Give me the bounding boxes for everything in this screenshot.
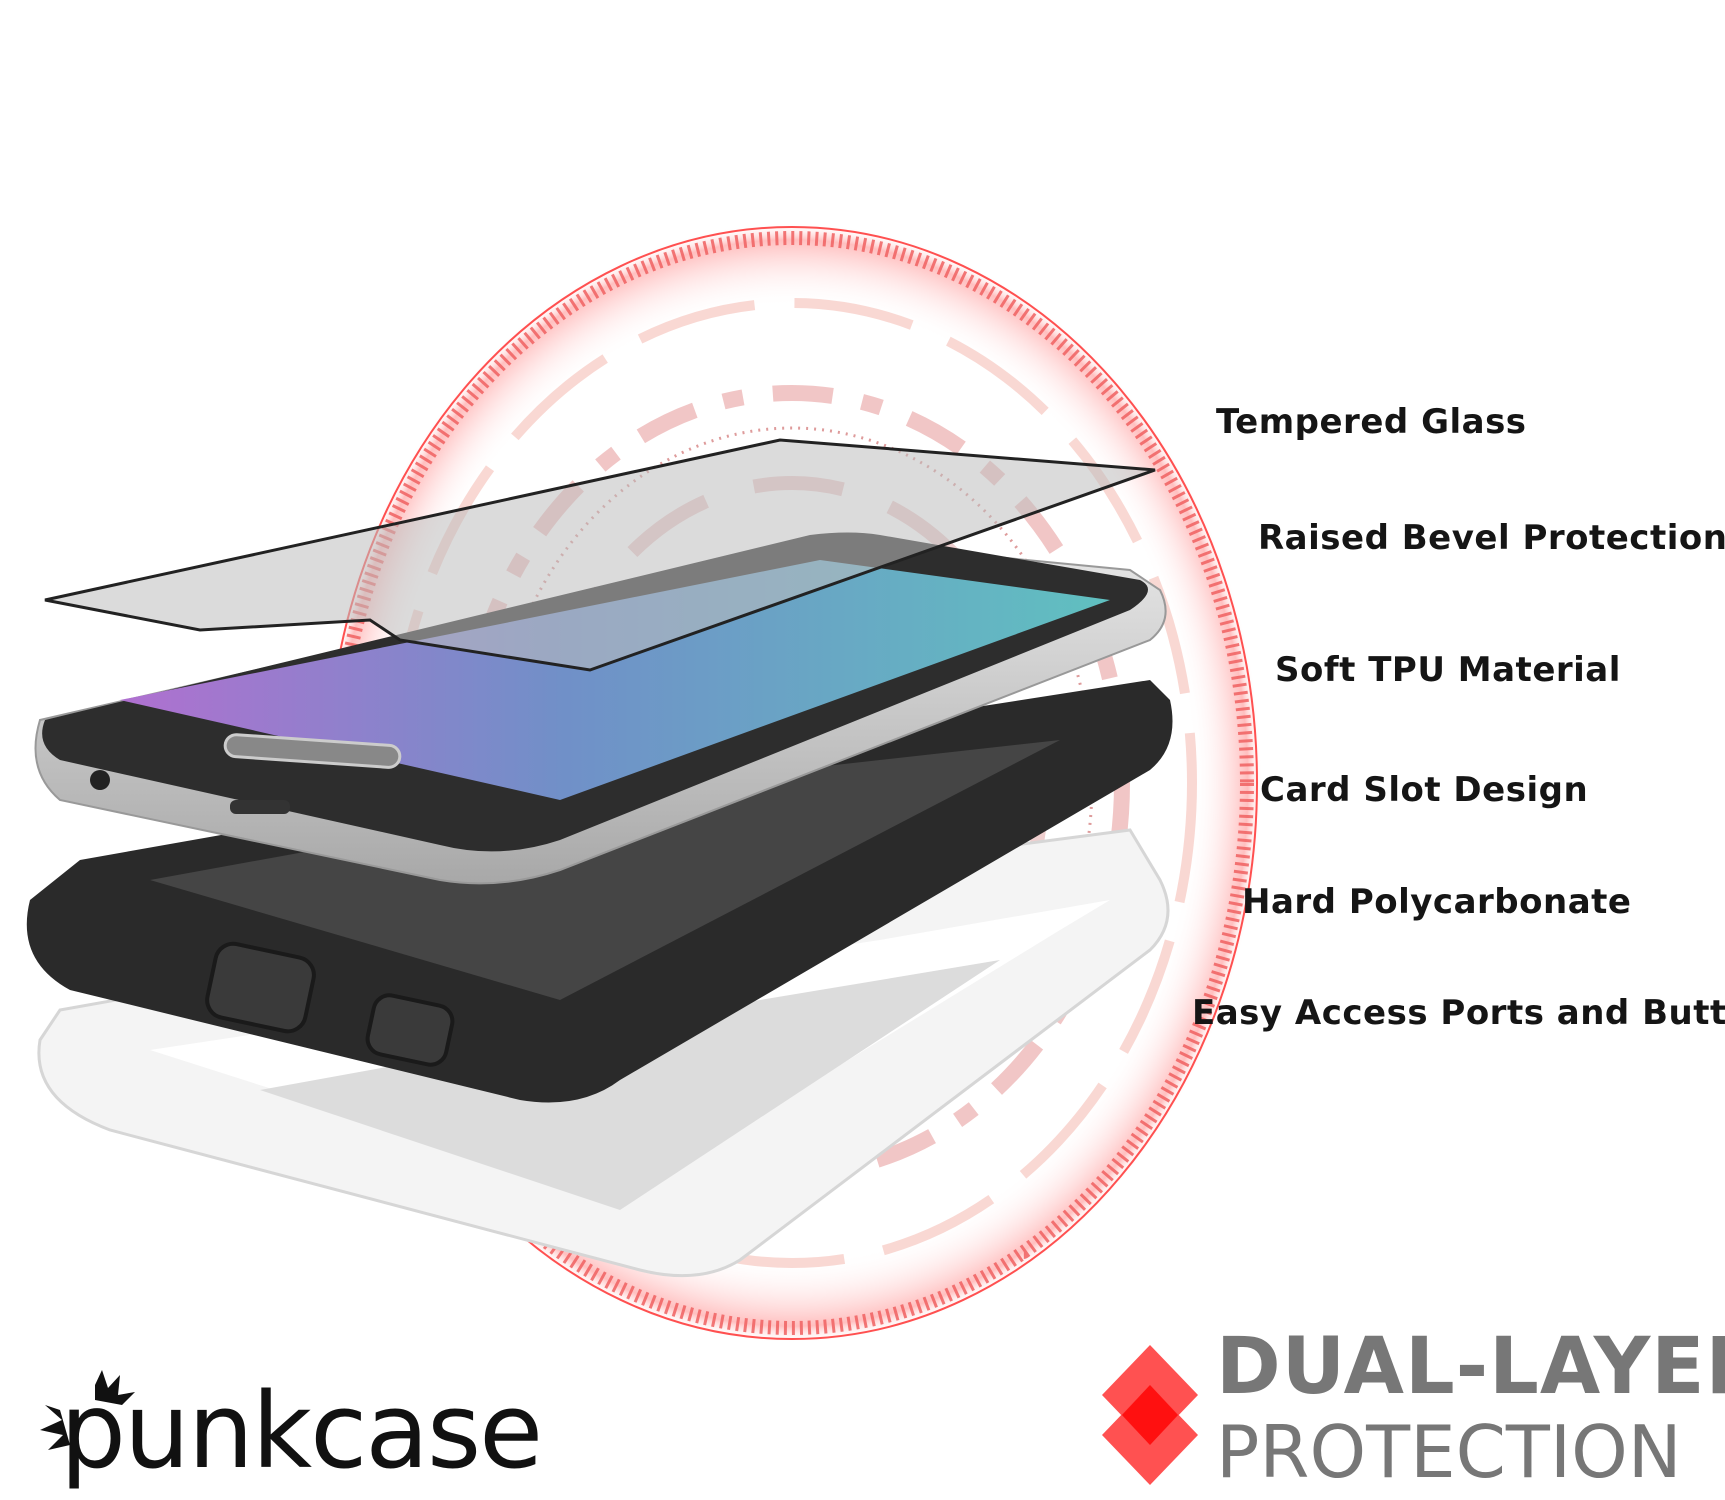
punkcase-logo-mark: [40, 1370, 135, 1450]
headline-line1: DUAL-LAYERED: [1216, 1322, 1725, 1412]
brand-logo: punkcase: [60, 1370, 543, 1492]
feature-label-hard-polycarbonate: Hard Polycarbonate: [1242, 882, 1632, 922]
feature-label-tempered-glass: Tempered Glass: [1216, 402, 1527, 442]
feature-label-soft-tpu: Soft TPU Material: [1275, 650, 1621, 690]
feature-label-easy-access: Easy Access Ports and Buttons: [1192, 993, 1725, 1033]
feature-label-raised-bevel: Raised Bevel Protection: [1258, 518, 1725, 558]
feature-label-card-slot: Card Slot Design: [1260, 770, 1589, 810]
soft-tpu-layer: [26, 680, 1173, 1103]
phone: [34, 532, 1167, 885]
dual-layer-diamond-icon: [1102, 1345, 1198, 1485]
tempered-glass: [44, 438, 1156, 672]
headline-line2: PROTECTION: [1216, 1410, 1682, 1494]
